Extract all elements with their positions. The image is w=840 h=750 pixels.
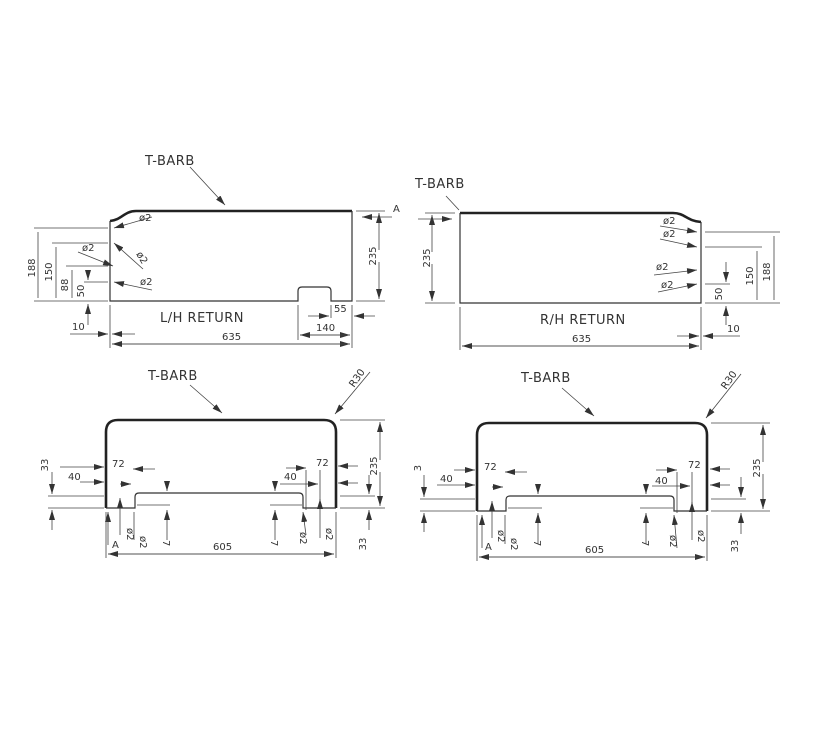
lh-return-view: T-BARB L/H RETURN ø2 ø2 ø2 ø2 188 150 88… — [27, 154, 400, 348]
svg-text:ø2: ø2 — [82, 243, 94, 254]
rh-tbarb-label: T-BARB — [414, 177, 465, 192]
svg-text:ø2: ø2 — [323, 528, 334, 540]
end-right-outline-top — [475, 421, 709, 511]
svg-text:188: 188 — [27, 258, 38, 277]
svg-text:55: 55 — [334, 304, 347, 315]
svg-text:235: 235 — [368, 246, 379, 265]
svg-text:10: 10 — [727, 324, 740, 335]
svg-text:7: 7 — [268, 540, 279, 546]
svg-text:40: 40 — [68, 472, 81, 483]
svg-text:ø2: ø2 — [124, 528, 135, 540]
svg-text:50: 50 — [76, 285, 87, 298]
svg-text:235: 235 — [369, 456, 380, 475]
svg-text:605: 605 — [213, 542, 232, 553]
svg-text:ø2: ø2 — [667, 535, 678, 547]
svg-text:7: 7 — [531, 540, 542, 546]
svg-text:605: 605 — [585, 545, 604, 556]
svg-text:7: 7 — [160, 540, 171, 546]
svg-text:A: A — [112, 540, 119, 551]
svg-text:ø2: ø2 — [656, 262, 668, 273]
svg-text:150: 150 — [44, 262, 55, 281]
svg-text:ø2: ø2 — [297, 532, 308, 544]
svg-text:40: 40 — [284, 472, 297, 483]
svg-text:A: A — [393, 204, 400, 215]
svg-text:R30: R30 — [719, 369, 739, 391]
svg-text:140: 140 — [316, 323, 335, 334]
svg-text:ø2: ø2 — [508, 538, 519, 550]
svg-text:72: 72 — [484, 462, 497, 473]
svg-text:10: 10 — [72, 322, 85, 333]
svg-text:3: 3 — [413, 465, 424, 471]
svg-text:635: 635 — [222, 332, 241, 343]
rh-outline — [459, 213, 702, 304]
svg-text:33: 33 — [40, 459, 51, 472]
svg-text:ø2: ø2 — [695, 530, 706, 542]
lh-title: L/H RETURN — [160, 311, 244, 326]
end-left-outline-top — [104, 418, 338, 508]
svg-text:33: 33 — [358, 538, 369, 551]
svg-text:40: 40 — [440, 474, 453, 485]
svg-text:72: 72 — [316, 458, 329, 469]
svg-text:72: 72 — [688, 460, 701, 471]
svg-text:188: 188 — [762, 262, 773, 281]
svg-text:ø2: ø2 — [495, 530, 506, 542]
svg-text:150: 150 — [745, 266, 756, 285]
end-right-tbarb-label: T-BARB — [520, 371, 571, 386]
end-left-outline-bottom — [106, 492, 336, 509]
end-panel-left-view: T-BARB R30 235 33 40 72 ø2 ø2 A 7 — [40, 367, 385, 558]
svg-text:7: 7 — [639, 540, 650, 546]
svg-text:635: 635 — [572, 334, 591, 345]
svg-text:ø2: ø2 — [661, 280, 673, 291]
end-right-outline-bottom — [477, 495, 707, 512]
svg-text:88: 88 — [60, 279, 71, 292]
svg-text:50: 50 — [714, 288, 725, 301]
lh-tbarb-label: T-BARB — [144, 154, 195, 169]
lh-top-edge — [109, 209, 352, 223]
svg-text:ø2: ø2 — [663, 216, 675, 227]
end-left-tbarb-label: T-BARB — [147, 369, 198, 384]
rh-return-view: T-BARB R/H RETURN ø2 ø2 ø2 ø2 235 188 15… — [414, 177, 780, 350]
svg-text:A: A — [485, 542, 492, 553]
svg-text:ø2: ø2 — [139, 213, 151, 224]
rh-top-edge — [460, 211, 702, 224]
lh-outline — [109, 211, 353, 302]
svg-text:ø2: ø2 — [663, 229, 675, 240]
svg-text:ø2: ø2 — [133, 250, 149, 266]
svg-text:72: 72 — [112, 459, 125, 470]
end-panel-right-view: T-BARB R30 235 3 40 72 ø2 ø2 A 7 — [413, 369, 770, 561]
svg-text:ø2: ø2 — [140, 277, 152, 288]
svg-text:235: 235 — [422, 248, 433, 267]
svg-text:235: 235 — [752, 458, 763, 477]
svg-text:40: 40 — [655, 476, 668, 487]
rh-title: R/H RETURN — [540, 313, 626, 328]
svg-text:ø2: ø2 — [137, 536, 148, 548]
svg-text:33: 33 — [730, 540, 741, 553]
